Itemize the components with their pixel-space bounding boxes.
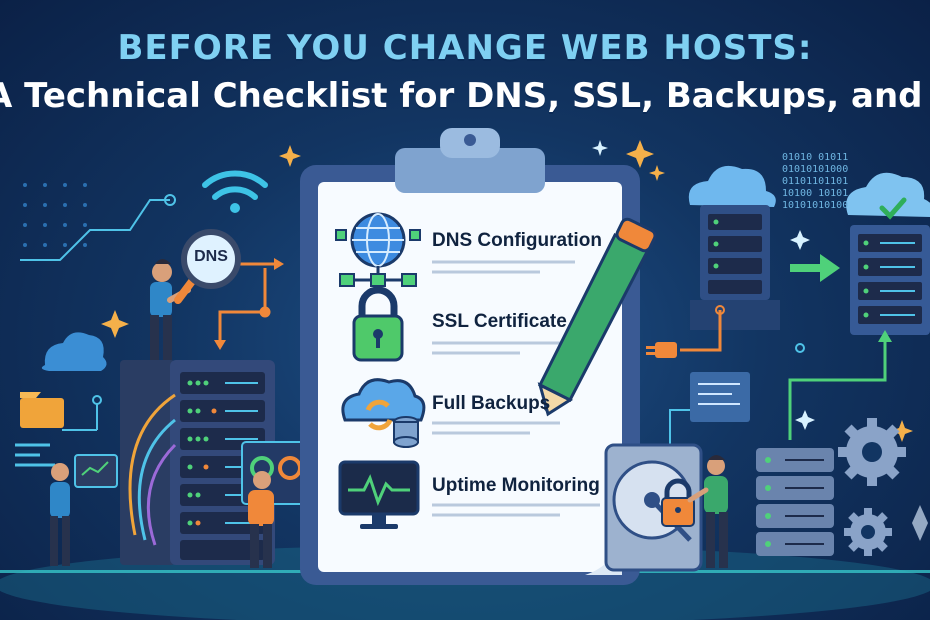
checklist-item-dns: DNS Configuration: [432, 230, 602, 251]
banner-subtitle: A Technical Checklist for DNS, SSL, Back…: [0, 76, 930, 116]
magnifier-icon: [174, 229, 241, 304]
person-at-dashboard: [248, 471, 274, 568]
cloud-server-right: [846, 172, 930, 335]
server-rack-left: [120, 360, 275, 565]
binary-code-block: 01010 01011 01010101000 01101101101 1010…: [782, 152, 848, 212]
binary-line: 01010101000: [782, 164, 849, 175]
diamond-sparkle-icon: [912, 505, 928, 541]
migration-arrow: [790, 254, 840, 282]
code-lines: [15, 443, 55, 467]
cloud-sync-icon: [341, 378, 426, 448]
cloud-server-center: [688, 165, 780, 330]
server-stack-right: [756, 448, 834, 556]
dot-grid-left: [23, 183, 87, 247]
document-icon: [690, 372, 750, 422]
gear-icon: [838, 418, 906, 486]
signal-line: [20, 199, 170, 261]
plug-icon: [646, 342, 677, 358]
wifi-icon: [202, 170, 268, 213]
binary-line: 10101010100: [782, 200, 849, 211]
padlock-icon-drive: [661, 478, 695, 527]
folder-icon: [20, 392, 64, 428]
globe-network-icon: [335, 212, 421, 287]
magnifier-label: DNS: [194, 248, 228, 265]
pencil-icon: [537, 217, 657, 417]
cloud-icon-left: [41, 332, 107, 371]
binary-line: 01010 01011: [782, 152, 849, 163]
padlock-icon: [352, 286, 404, 362]
binary-line: 10100 10101: [782, 188, 849, 199]
checklist-item-backups: Full Backups: [432, 393, 551, 414]
person-with-magnifier: [150, 259, 191, 360]
sparkle-icons: [101, 140, 913, 442]
checklist-item-ssl: SSL Certificate: [432, 311, 567, 332]
gear-icon-small: [844, 508, 892, 556]
monitor-heartbeat-icon: [338, 460, 420, 529]
binary-line: 01101101101: [782, 176, 849, 187]
banner-title: BEFORE YOU CHANGE WEB HOSTS:: [117, 28, 813, 68]
person-at-desk: [50, 454, 118, 566]
person-at-drive: [687, 455, 728, 568]
checklist-item-uptime: Uptime Monitoring: [432, 475, 600, 496]
